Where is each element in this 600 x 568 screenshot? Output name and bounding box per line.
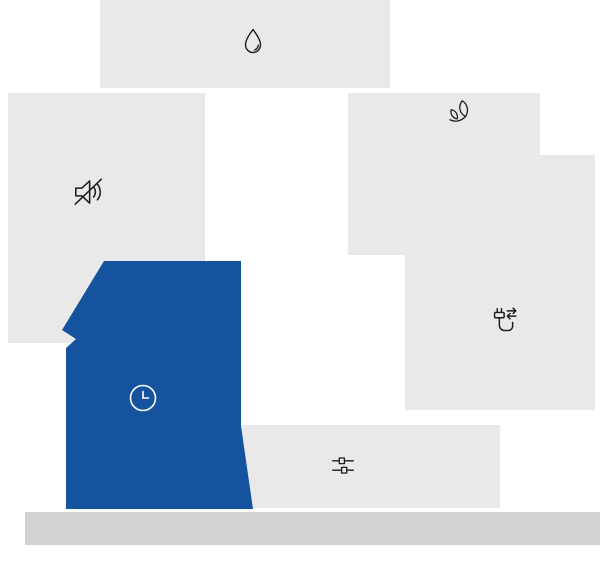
water-drop-icon [244,28,262,54]
tile-settings[interactable] [210,425,500,508]
clock-icon [129,384,157,412]
tile-water[interactable] [100,0,390,88]
tile-connectivity[interactable] [405,155,595,410]
tile-time-selected[interactable] [62,261,253,509]
footer-bar [25,512,600,545]
sliders-icon [332,457,354,474]
leaf-icon [449,100,469,122]
speaker-muted-icon [74,178,103,205]
plug-sync-icon [493,307,517,332]
